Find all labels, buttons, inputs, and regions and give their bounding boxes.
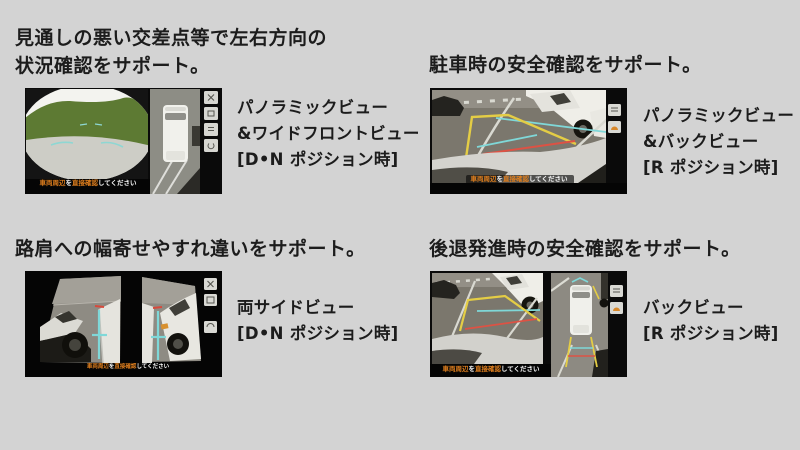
- caption-panoramic-widefront: パノラミックビュー &ワイドフロントビュー [D•N ポジション時]: [237, 98, 420, 169]
- heading-reverse-start: 後退発進時の安全確認をサポート。: [429, 238, 741, 260]
- parked-car: [432, 96, 464, 116]
- lane-line: [152, 155, 176, 194]
- warning-text: 車両周辺を直接確認してください: [470, 175, 568, 183]
- camera-angle-icon: [611, 126, 618, 130]
- camera-angle-icon: [613, 307, 620, 311]
- own-body-side: [99, 299, 120, 363]
- own-vehicle-top: [570, 285, 592, 335]
- panoramic-widefront-photo: [25, 88, 222, 194]
- camera-screen-both-sides: 車両周辺を直接確認してください: [25, 271, 222, 377]
- parked-truck: [526, 90, 606, 139]
- wide-front-view: [26, 89, 148, 179]
- guide-lines: [565, 277, 600, 368]
- screen-buttons: [204, 278, 217, 333]
- heading-side-clearance: 路肩への幅寄せやすれ違いをサポート。: [15, 238, 366, 260]
- back-camera-view: [432, 90, 606, 183]
- guide-lines: [92, 305, 107, 359]
- view-mode-icon: [611, 107, 618, 112]
- own-body-side: [142, 303, 154, 363]
- panoramic-back-photo: [430, 88, 627, 194]
- right-side-view: [142, 277, 201, 363]
- guide-mark-left: [50, 141, 74, 146]
- own-vehicle-top: [163, 105, 188, 162]
- grass-hill: [26, 97, 148, 154]
- back-camera-view: [432, 273, 543, 364]
- view-mode-icon: [206, 296, 215, 304]
- caption-back-view: バックビュー [R ポジション時]: [643, 298, 779, 343]
- guide-lines: [151, 306, 166, 360]
- parked-car: [432, 280, 460, 299]
- view-mode-icon: [613, 288, 620, 293]
- camera-angle-icon: [207, 143, 215, 150]
- screen-buttons: [608, 104, 621, 133]
- curb-line: [551, 277, 570, 292]
- both-sides-photo: [25, 271, 222, 377]
- view-mode-icon: [207, 110, 215, 117]
- guide-lines: [458, 294, 541, 332]
- heading-parking: 駐車時の安全確認をサポート。: [429, 54, 702, 76]
- camera-screen-panoramic-widefront: 車両周辺を直接確認してください: [25, 88, 222, 194]
- warning-text: 車両周辺を直接確認してください: [442, 365, 540, 373]
- close-icon: [207, 94, 215, 101]
- screen-buttons: [204, 91, 218, 152]
- camera-screen-panoramic-back: 車両周辺を直接確認してください: [430, 88, 627, 194]
- camera-angle-icon: [206, 323, 215, 328]
- split-view-icon: [208, 127, 214, 131]
- adjacent-truck: [160, 293, 201, 361]
- panoramic-top-view: [551, 273, 608, 377]
- guide-lines: [464, 113, 606, 159]
- left-side-view: [40, 276, 122, 364]
- warning-text: 車両周辺を直接確認してください: [86, 364, 170, 370]
- lane-line: [165, 159, 188, 194]
- guide-mark-right: [100, 141, 124, 148]
- close-icon: [207, 280, 214, 288]
- caption-panoramic-back: パノラミックビュー &バックビュー [R ポジション時]: [643, 106, 795, 177]
- warning-text: 車両周辺を直接確認してください: [39, 179, 137, 187]
- guide-mark-center: [79, 123, 103, 126]
- panoramic-top-view: [150, 89, 200, 194]
- camera-screen-back-view: 車両周辺を直接確認してください: [430, 271, 627, 377]
- screen-buttons: [610, 285, 623, 314]
- heading-front-view: 見通しの悪い交差点等で左右方向の 状況確認をサポート。: [15, 27, 328, 77]
- back-view-photo: [430, 271, 627, 377]
- adjacent-car: [40, 311, 91, 362]
- caption-both-sides: 両サイドビュー [D•N ポジション時]: [237, 298, 399, 343]
